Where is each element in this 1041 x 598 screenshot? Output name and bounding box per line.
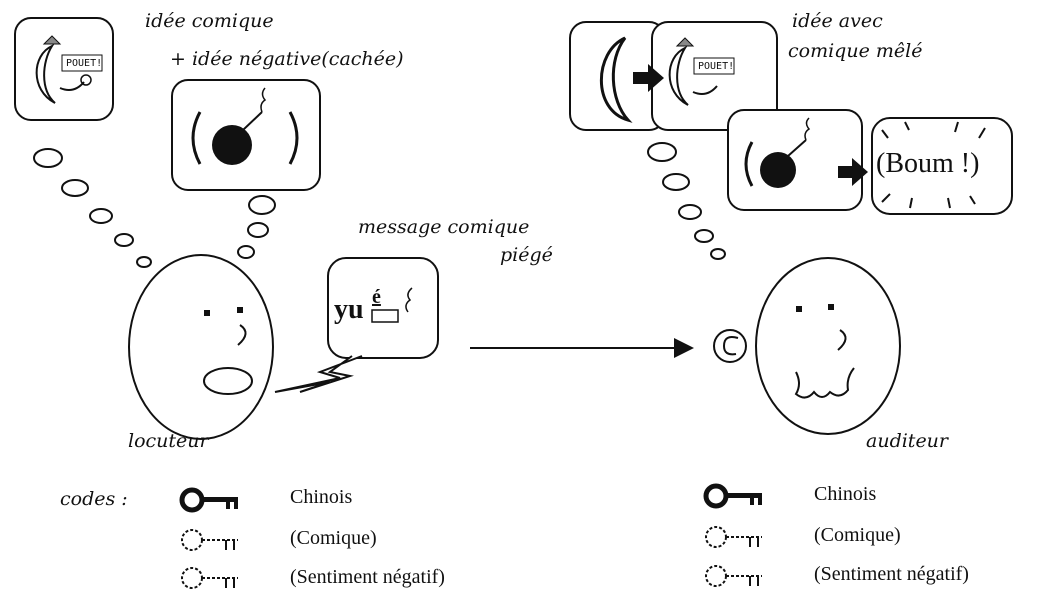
code-left-comic: (Comique) <box>290 527 377 549</box>
listener-face <box>713 257 901 435</box>
codes-title: codes : <box>60 488 128 510</box>
label-comic-idea: idée comique <box>145 10 274 32</box>
key-icon <box>181 567 238 589</box>
label-comic-mixed: comique mêlé <box>788 40 923 62</box>
right-comic-box <box>651 21 778 131</box>
explosion-icon <box>881 121 986 209</box>
label-idea-with: idée avec <box>792 10 883 32</box>
speaker-face <box>128 254 274 440</box>
key-icon <box>705 526 762 548</box>
bomb-icon <box>760 117 811 188</box>
bubble-text-main: yu <box>334 294 364 325</box>
code-right-chinese: Chinois <box>814 483 877 505</box>
key-icon <box>179 487 238 513</box>
left-comic-thought-box <box>14 17 114 121</box>
key-icon <box>181 529 238 551</box>
pouet-label: POUET! <box>66 58 103 69</box>
left-thought-trail <box>33 148 276 268</box>
left-negative-thought-box <box>171 79 321 191</box>
bubble-text-accent: é <box>372 286 381 308</box>
moon-face-icon <box>668 37 735 106</box>
moon-face-icon <box>35 35 103 104</box>
label-message-comic: message comique <box>358 216 530 238</box>
key-icon <box>703 483 762 509</box>
code-left-chinese: Chinois <box>290 486 353 508</box>
arrow-icon <box>838 158 868 186</box>
code-right-negative: (Sentiment négatif) <box>814 563 969 585</box>
bubble-text: yu <box>334 294 364 326</box>
label-speaker: locuteur <box>128 430 209 452</box>
code-left-negative: (Sentiment négatif) <box>290 566 445 588</box>
boom-label: (Boum !) <box>876 148 980 179</box>
right-moon-box <box>569 21 666 131</box>
label-negative-idea: + idée négative(cachée) <box>170 48 404 70</box>
code-right-comic: (Comique) <box>814 524 901 546</box>
arrow-icon <box>633 64 664 92</box>
pouet-label-right: POUET! <box>698 61 735 72</box>
boom-box <box>871 117 1013 215</box>
right-bomb-box <box>727 109 868 211</box>
bomb-icon <box>212 87 267 165</box>
key-icon <box>705 565 762 587</box>
message-bubble <box>274 257 439 393</box>
label-listener: auditeur <box>866 430 949 452</box>
label-message-trapped: piégé <box>500 244 553 266</box>
right-thought-trail <box>647 142 726 260</box>
